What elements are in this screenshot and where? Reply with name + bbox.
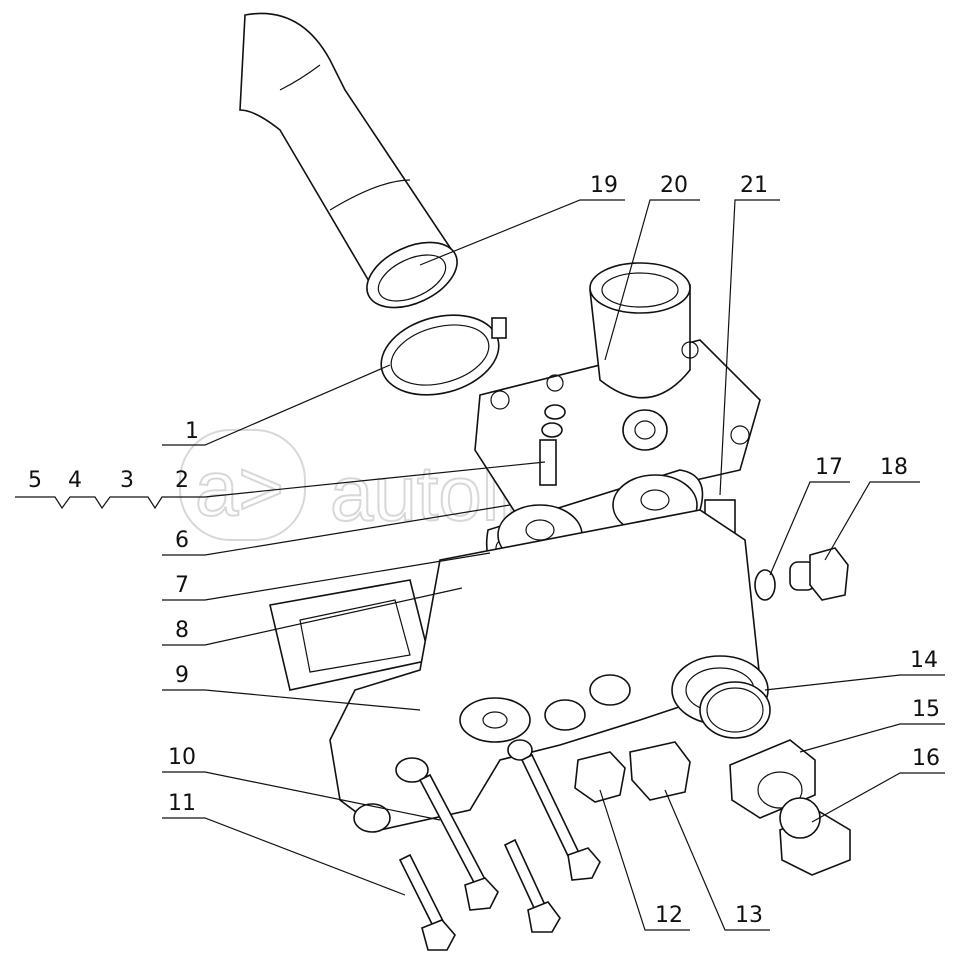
callout-leaders — [15, 199, 945, 931]
callout-18: 18 — [880, 455, 908, 480]
callout-20: 20 — [660, 173, 688, 198]
callout-1: 1 — [185, 419, 199, 444]
hose-clamp-part — [380, 314, 507, 396]
callout-13: 13 — [735, 903, 763, 928]
callout-12: 12 — [655, 903, 683, 928]
callout-19: 19 — [590, 173, 618, 198]
callout-15: 15 — [912, 697, 940, 722]
callout-7: 7 — [175, 573, 189, 598]
thermostat-cover-part — [474, 262, 761, 521]
callout-21: 21 — [740, 173, 768, 198]
plugs-part — [574, 741, 691, 803]
bolts-part — [398, 753, 601, 951]
callout-5: 5 — [28, 468, 42, 493]
callout-6: 6 — [175, 528, 189, 553]
callout-11: 11 — [168, 791, 196, 816]
callout-9: 9 — [175, 663, 189, 688]
hose-part — [239, 12, 458, 309]
small-plug-part — [754, 547, 849, 601]
callout-2: 2 — [175, 468, 189, 493]
fittings-part — [699, 681, 851, 876]
thermostat-housing-part — [329, 509, 769, 833]
callout-16: 16 — [912, 746, 940, 771]
callout-3: 3 — [120, 468, 134, 493]
svg-text:a>: a> — [195, 444, 284, 532]
side-gasket-part — [269, 579, 431, 691]
callout-4: 4 — [68, 468, 82, 493]
callout-17: 17 — [815, 455, 843, 480]
callout-labels: 1 2 3 4 5 6 7 8 9 10 11 12 13 14 15 16 1… — [28, 173, 940, 928]
callout-8: 8 — [175, 618, 189, 643]
callout-10: 10 — [168, 745, 196, 770]
bolt-washers-part — [539, 404, 566, 486]
callout-14: 14 — [910, 648, 938, 673]
